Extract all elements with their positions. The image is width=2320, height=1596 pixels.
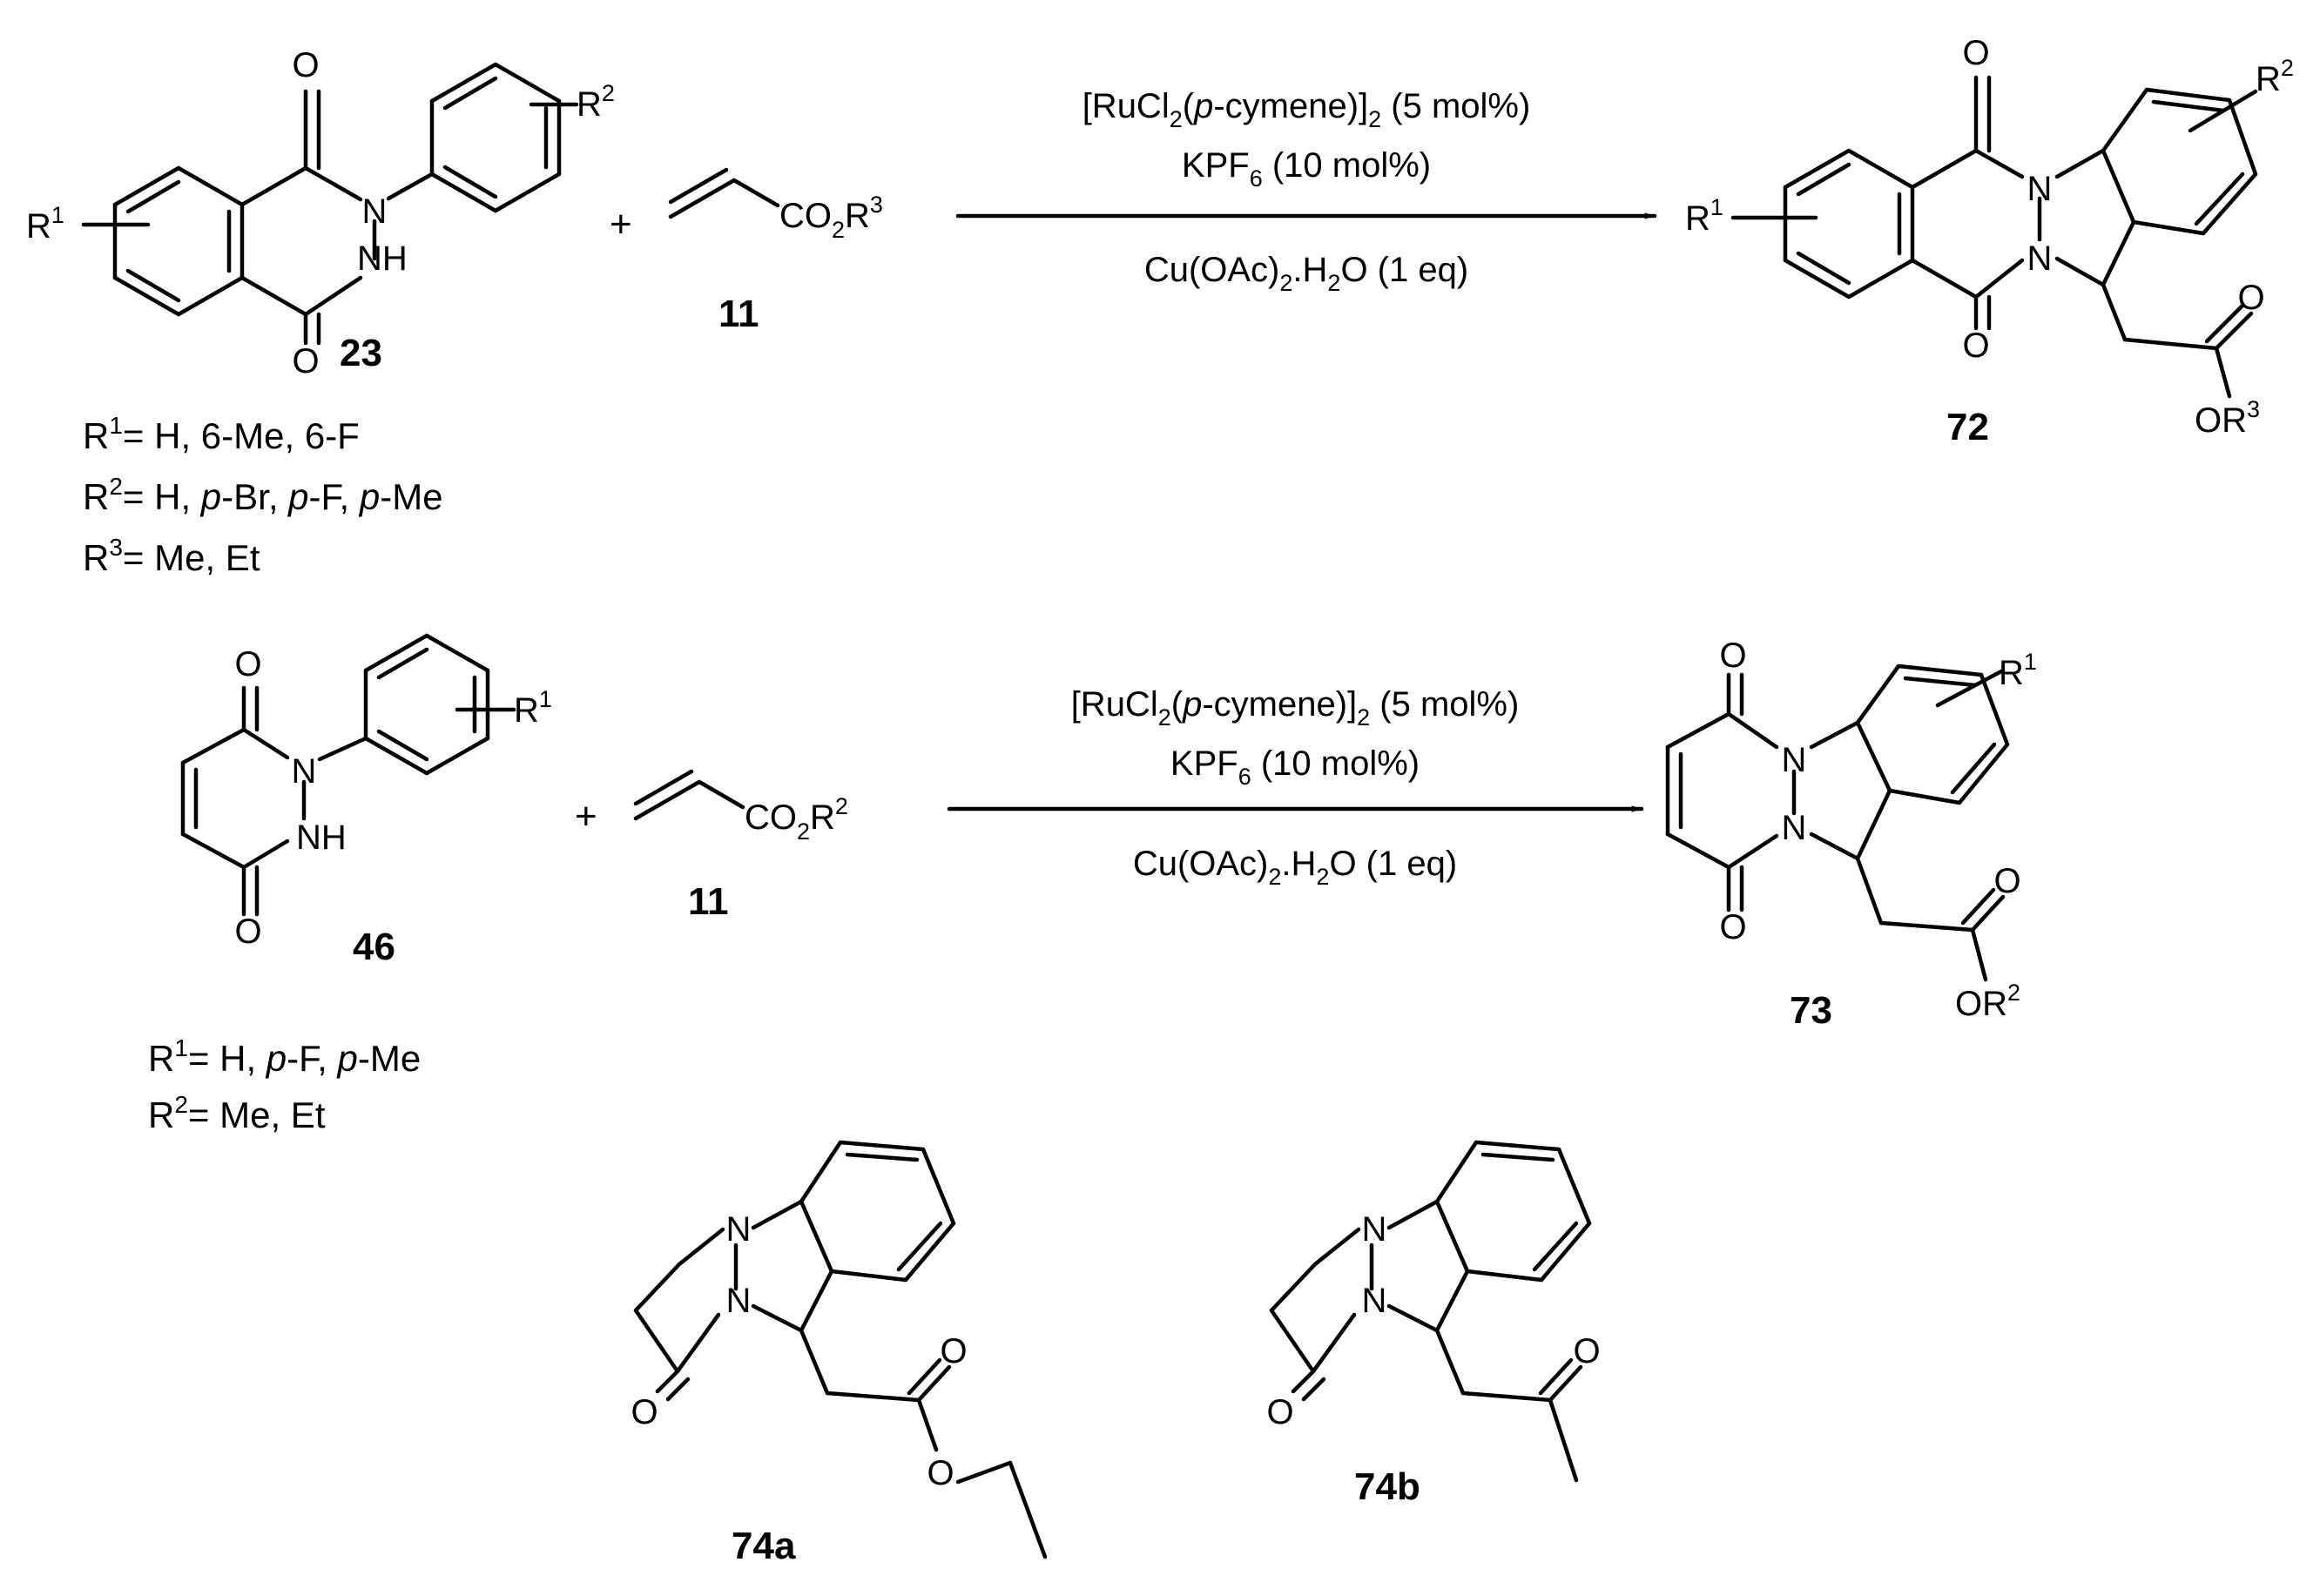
compound-label-74a: 74a [732,1525,796,1567]
ester-group: CO2R3 [779,192,883,243]
bonds-46 [180,633,516,917]
atom-O: O [631,1393,658,1431]
atom-O: O [1719,908,1746,946]
atom-NH: NH [296,818,347,857]
substituents-reaction-1: R1= H, 6-Me, 6-F R2= H, p-Br, p-F, p-Me … [83,412,443,578]
atom-O: O [292,342,319,380]
reaction-arrow-1: [RuCl2(p-cymene)]2 (5 mol%) KPF6 (10 mol… [955,87,1657,296]
compound-label-74b: 74b [1354,1465,1420,1508]
plus-sign: + [610,203,632,246]
substituent-definition: R3= Me, Et [83,534,260,578]
atom-N: N [2027,239,2053,278]
substituent-definition: R2= H, p-Br, p-F, p-Me [83,473,443,517]
substituent-R1: R1 [26,202,64,246]
atom-O: O [1962,34,1989,72]
substituent-R1: R1 [1685,194,1723,238]
atom-O: O [2237,279,2264,317]
atom-O: O [1993,862,2020,900]
compound-label-23: 23 [340,332,382,374]
atom-NH: NH [357,239,408,278]
compound-label-11: 11 [688,880,729,923]
atom-N: N [1362,1210,1387,1249]
substituent-definition: R2= Me, Et [148,1091,326,1135]
condition-catalyst: [RuCl2(p-cymene)]2 (5 mol%) [1071,685,1520,731]
compound-23: O O N NH R1 R2 23 [26,46,615,380]
atom-N: N [1782,741,1807,779]
atom-O: O [234,645,261,684]
bonds-74b [1269,1140,1592,1483]
atom-O: O [1962,327,1989,365]
condition-catalyst: [RuCl2(p-cymene)]2 (5 mol%) [1082,87,1531,132]
atom-O: O [1719,636,1746,675]
atom-O: O [292,46,319,84]
condition-additive: KPF6 (10 mol%) [1182,146,1431,192]
atom-N: N [2027,170,2053,208]
substituents-reaction-2: R1= H, p-F, p-Me R2= Me, Et [148,1034,421,1135]
condition-oxidant: Cu(OAc)2.H2O (1 eq) [1144,251,1468,296]
reaction-arrow-2: [RuCl2(p-cymene)]2 (5 mol%) KPF6 (10 mol… [947,685,1644,890]
atom-N: N [726,1210,752,1249]
atom-N: N [726,1282,752,1320]
atom-N: N [1782,809,1807,847]
atom-N: N [292,752,317,791]
compound-label-46: 46 [353,926,395,968]
substituent-definition: R1= H, p-F, p-Me [148,1034,421,1079]
bonds-23 [81,62,579,346]
atom-O: O [1266,1393,1293,1431]
ester-group: CO2R2 [745,793,848,845]
atom-O: O [927,1454,954,1492]
substituent-R2: R2 [2256,55,2294,98]
substituent-R1: R1 [1999,649,2037,692]
compound-46: O O N NH R1 46 [180,633,552,968]
compound-label-72: 72 [1946,406,1989,448]
compound-11-acrylate: CO2R3 11 [668,167,883,335]
bonds-73 [1665,663,2010,982]
bonds-72 [1730,75,2258,399]
atom-N: N [1362,1282,1387,1320]
atom-N: N [362,192,388,231]
bonds-74a [633,1140,1048,1559]
condition-oxidant: Cu(OAc)2.H2O (1 eq) [1133,845,1457,890]
compound-74b: N N O O 74b [1266,1140,1601,1508]
atom-O: O [1573,1332,1600,1370]
substituent-definition: R1= H, 6-Me, 6-F [83,412,360,456]
compound-label-11: 11 [718,293,759,335]
ester-OR3: OR3 [2195,396,2260,440]
compound-74a: N N O O O 74a [631,1140,1048,1567]
compound-73: O O N N O OR2 R1 73 [1665,636,2037,1032]
substituent-R2: R2 [577,80,615,124]
ester-OR2: OR2 [1955,980,2020,1023]
compound-72: O O N N O OR3 R1 R2 72 [1685,34,2294,448]
atom-O: O [940,1332,967,1370]
substituent-R1: R1 [514,686,552,730]
condition-additive: KPF6 (10 mol%) [1170,744,1420,790]
compound-11-acrylate: CO2R2 11 [633,769,848,923]
atom-O: O [234,912,261,951]
compound-label-73: 73 [1790,989,1832,1032]
plus-sign: + [575,795,597,838]
